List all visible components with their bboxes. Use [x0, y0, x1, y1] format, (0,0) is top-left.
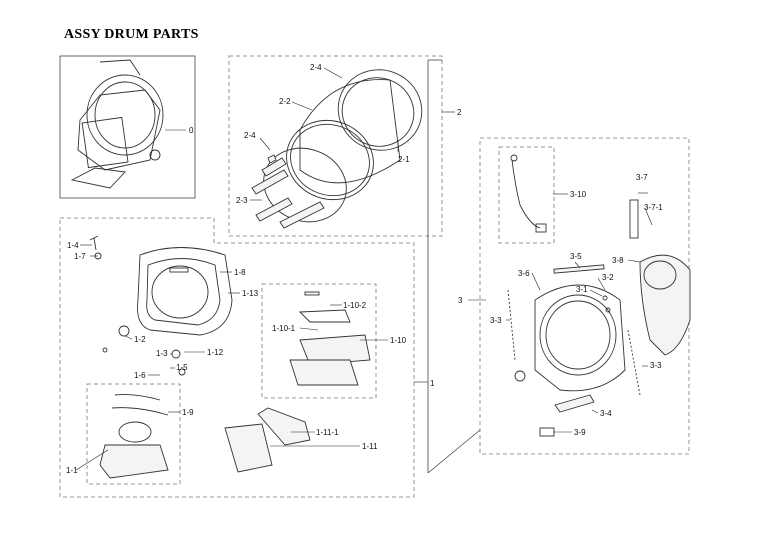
label-1-8: 1-8	[234, 268, 246, 277]
label-1-5: 1-5	[176, 363, 188, 372]
rear-panel-illustration	[507, 154, 691, 437]
assembly-0-box	[59, 55, 196, 199]
label-1-1: 1-1	[66, 466, 78, 475]
label-3-7-1: 3-7-1	[644, 203, 663, 212]
label-1-9: 1-9	[182, 408, 194, 417]
front-panel-illustration	[89, 235, 233, 376]
label-1-11: 1-11	[362, 442, 378, 451]
leader-lines	[75, 67, 653, 471]
drum-body-illustration	[251, 69, 423, 229]
label-3: 3	[458, 296, 463, 305]
label-3-3-right: 3-3	[650, 361, 662, 370]
label-3-2: 3-2	[602, 273, 614, 282]
label-1-2: 1-2	[134, 335, 146, 344]
drum-assembly-illustration	[70, 59, 164, 189]
label-1-7: 1-7	[74, 252, 86, 261]
label-2-2: 2-2	[279, 97, 291, 106]
label-2-1: 2-1	[398, 155, 410, 164]
label-2: 2	[457, 108, 462, 117]
label-1-10-1: 1-10-1	[272, 324, 296, 333]
label-1-3: 1-3	[156, 349, 168, 358]
label-3-10: 3-10	[570, 190, 587, 199]
gasket-parts-illustration	[99, 394, 169, 479]
label-1-12: 1-12	[207, 348, 224, 357]
label-3-9: 3-9	[574, 428, 586, 437]
group-1-9-box	[86, 383, 181, 485]
label-1-6: 1-6	[134, 371, 146, 380]
filter-assembly-illustration	[289, 291, 371, 386]
label-1-10: 1-10	[390, 336, 407, 345]
label-3-1: 3-1	[576, 285, 588, 294]
label-0: 0	[189, 126, 194, 135]
label-3-6: 3-6	[518, 269, 530, 278]
label-1: 1	[430, 379, 435, 388]
label-2-4-top: 2-4	[310, 63, 322, 72]
label-2-4-left: 2-4	[244, 131, 256, 140]
label-3-8: 3-8	[612, 256, 624, 265]
label-2-3: 2-3	[236, 196, 248, 205]
page-title: ASSY DRUM PARTS	[64, 27, 199, 42]
lint-filter-illustration	[224, 407, 311, 473]
label-3-4: 3-4	[600, 409, 612, 418]
label-3-7: 3-7	[636, 173, 648, 182]
group-1-box	[59, 217, 415, 498]
label-1-11-1: 1-11-1	[316, 428, 339, 437]
label-1-4: 1-4	[67, 241, 79, 250]
group-1-10-box	[261, 283, 377, 399]
label-1-10-2: 1-10-2	[343, 301, 367, 310]
part-number-labels: 0 1 2 3 2-4 2-2 2-4 2-3 2-1 1-4 1-7 1-8 …	[66, 63, 663, 475]
bracket-tick-bottom	[427, 429, 481, 474]
label-1-13: 1-13	[242, 289, 259, 298]
group-3-10-box	[498, 146, 555, 244]
group-2-box	[228, 55, 443, 237]
label-3-5: 3-5	[570, 252, 582, 261]
label-3-3-left: 3-3	[490, 316, 502, 325]
